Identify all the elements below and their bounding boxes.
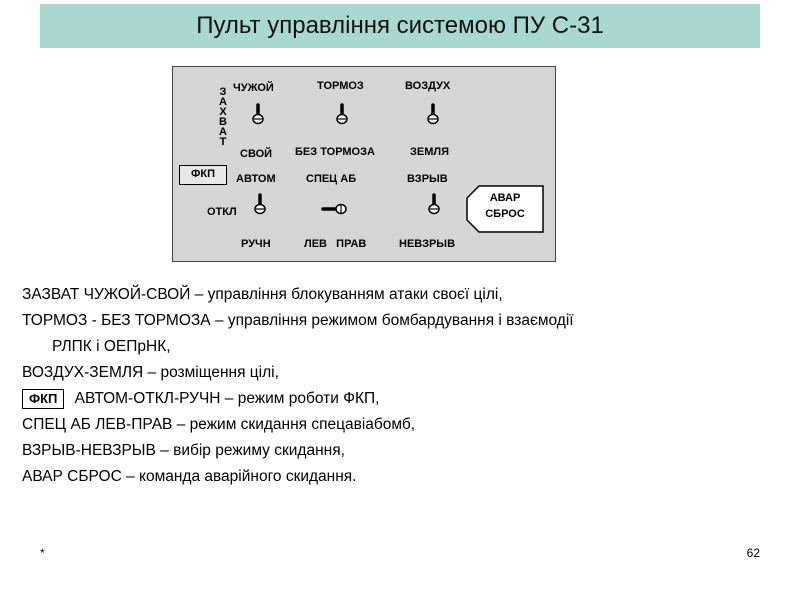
description-line: РЛПК і ОЕПрНК, [52,338,171,355]
title-bar: Пульт управління системою ПУ С-31 [40,4,760,48]
toggle-switch-fkp-mode[interactable] [251,191,269,217]
vertical-letter: В [219,116,227,128]
description-line: ЗАЗВАТ ЧУЖОЙ-СВОЙ – управління блокуванн… [22,286,503,303]
label-svoy: СВОЙ [240,148,273,160]
toggle-switch-vozduh[interactable] [424,101,442,127]
vertical-letter: А [219,96,227,108]
vertical-letter: Х [219,106,227,118]
label-spets-ab: СПЕЦ АБ [306,173,357,185]
control-panel: З А Х В А Т ЧУЖОЙ ТОРМОЗ ВОЗДУХ СВОЙ БЕЗ… [172,66,556,262]
vertical-letter: З [219,86,227,98]
fkp-label: ФКП [190,168,215,180]
description-line: ТОРМОЗ - БЕЗ ТОРМОЗА – управління режимо… [22,312,574,329]
toggle-switch-vzryv[interactable] [425,191,443,217]
vertical-letter: Т [219,136,227,148]
slide-title: Пульт управління системою ПУ С-31 [196,12,604,39]
description-line-fkp: ФКП АВТОМ-ОТКЛ-РУЧН – режим роботи ФКП, [22,386,762,412]
label-vozduh: ВОЗДУХ [405,80,451,92]
zakhvat-vertical-label: З А Х В А Т [218,86,228,148]
label-otkl: ОТКЛ [207,206,237,218]
description-line: ВОЗДУХ-ЗЕМЛЯ – розміщення цілі, [22,364,279,381]
label-vzryv: ВЗРЫВ [407,173,448,185]
label-chuzhoy: ЧУЖОЙ [233,82,274,94]
label-avtom: АВТОМ [236,173,276,185]
footer-asterisk: * [40,546,45,560]
toggle-switch-zakhvat[interactable] [249,101,267,127]
vertical-letter: А [219,126,227,138]
page-number: 62 [746,546,760,560]
toggle-switch-tormoz[interactable] [333,101,351,127]
toggle-switch-spets-ab[interactable] [319,201,351,217]
description-line: СПЕЦ АБ ЛЕВ-ПРАВ – режим скидання спецав… [22,416,416,433]
label-lev-prav: ЛЕВ ПРАВ [304,238,367,250]
avar-label: АВАР [489,192,521,204]
sbros-label: СБРОС [485,208,525,220]
label-zemlya: ЗЕМЛЯ [410,146,450,158]
description-line: ВЗРЫВ-НЕВЗРЫВ – вибір режиму скидання, [22,442,345,459]
label-bez-tormoza: БЕЗ ТОРМОЗА [295,146,375,158]
description-list: ЗАЗВАТ ЧУЖОЙ-СВОЙ – управління блокуванн… [22,282,762,490]
label-tormoz: ТОРМОЗ [317,80,364,92]
avar-sbros-button[interactable]: АВАР СБРОС [465,185,545,233]
fkp-label-box: ФКП [179,165,227,185]
description-line: АВАР СБРОС – команда аварійного скидання… [22,468,357,485]
description-text: АВТОМ-ОТКЛ-РУЧН – режим роботи ФКП, [70,390,380,407]
avar-sbros-button-frame [466,185,544,233]
label-nevzryv: НЕВЗРЫВ [399,238,456,250]
label-ruchn: РУЧН [241,238,271,250]
fkp-badge: ФКП [22,389,65,409]
